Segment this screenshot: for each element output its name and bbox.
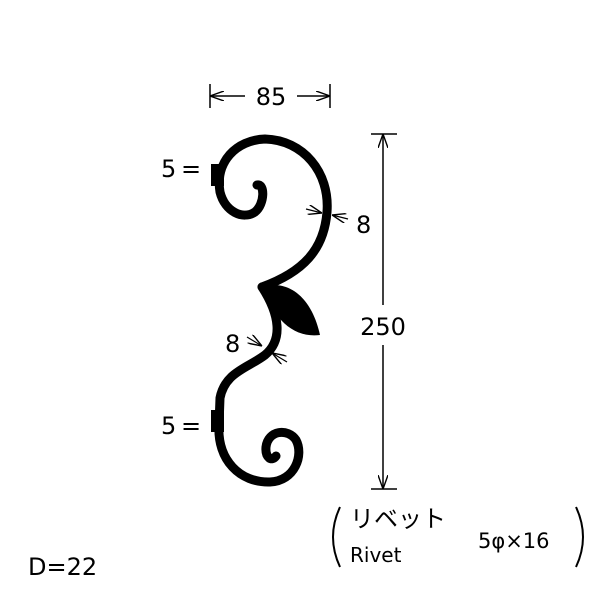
thickness-upper-arrow-in bbox=[305, 209, 322, 213]
rivet-block-top bbox=[211, 164, 224, 186]
thickness-lower-arrow-in bbox=[246, 337, 262, 346]
rivet-block-bottom bbox=[211, 410, 224, 432]
height-label: 250 bbox=[360, 313, 406, 341]
rivet-note: リベット Rivet 5φ×16 bbox=[332, 505, 584, 568]
thickness-lower-arrow-out bbox=[272, 353, 288, 362]
middle-connector-curve bbox=[214, 282, 282, 430]
thickness-dimension-lower bbox=[246, 337, 288, 362]
height-dimension bbox=[371, 133, 397, 490]
rivet-note-paren-right bbox=[575, 506, 584, 568]
thickness-lower-label: 8 bbox=[225, 330, 240, 358]
rivet-top-label: 5 bbox=[161, 155, 176, 183]
lower-scroll-curve bbox=[214, 420, 304, 487]
rivet-top-equals: = bbox=[181, 155, 201, 183]
thickness-upper-arrow-out bbox=[332, 215, 349, 219]
thickness-upper-label: 8 bbox=[356, 211, 371, 239]
scroll-bar bbox=[214, 134, 332, 487]
upper-scroll-curve bbox=[214, 134, 332, 292]
width-dimension bbox=[209, 84, 331, 108]
rivet-note-paren-left bbox=[332, 506, 341, 568]
rivet-note-en: Rivet bbox=[350, 543, 402, 567]
thickness-dimension-upper bbox=[305, 209, 349, 219]
width-label: 85 bbox=[256, 83, 287, 111]
rivet-bottom-equals: = bbox=[181, 412, 201, 440]
diameter-note: D=22 bbox=[28, 553, 97, 581]
rivet-note-spec: 5φ×16 bbox=[478, 529, 550, 553]
rivet-note-jp: リベット bbox=[350, 505, 446, 533]
leaf-ornament bbox=[262, 284, 320, 336]
rivet-bottom-label: 5 bbox=[161, 412, 176, 440]
